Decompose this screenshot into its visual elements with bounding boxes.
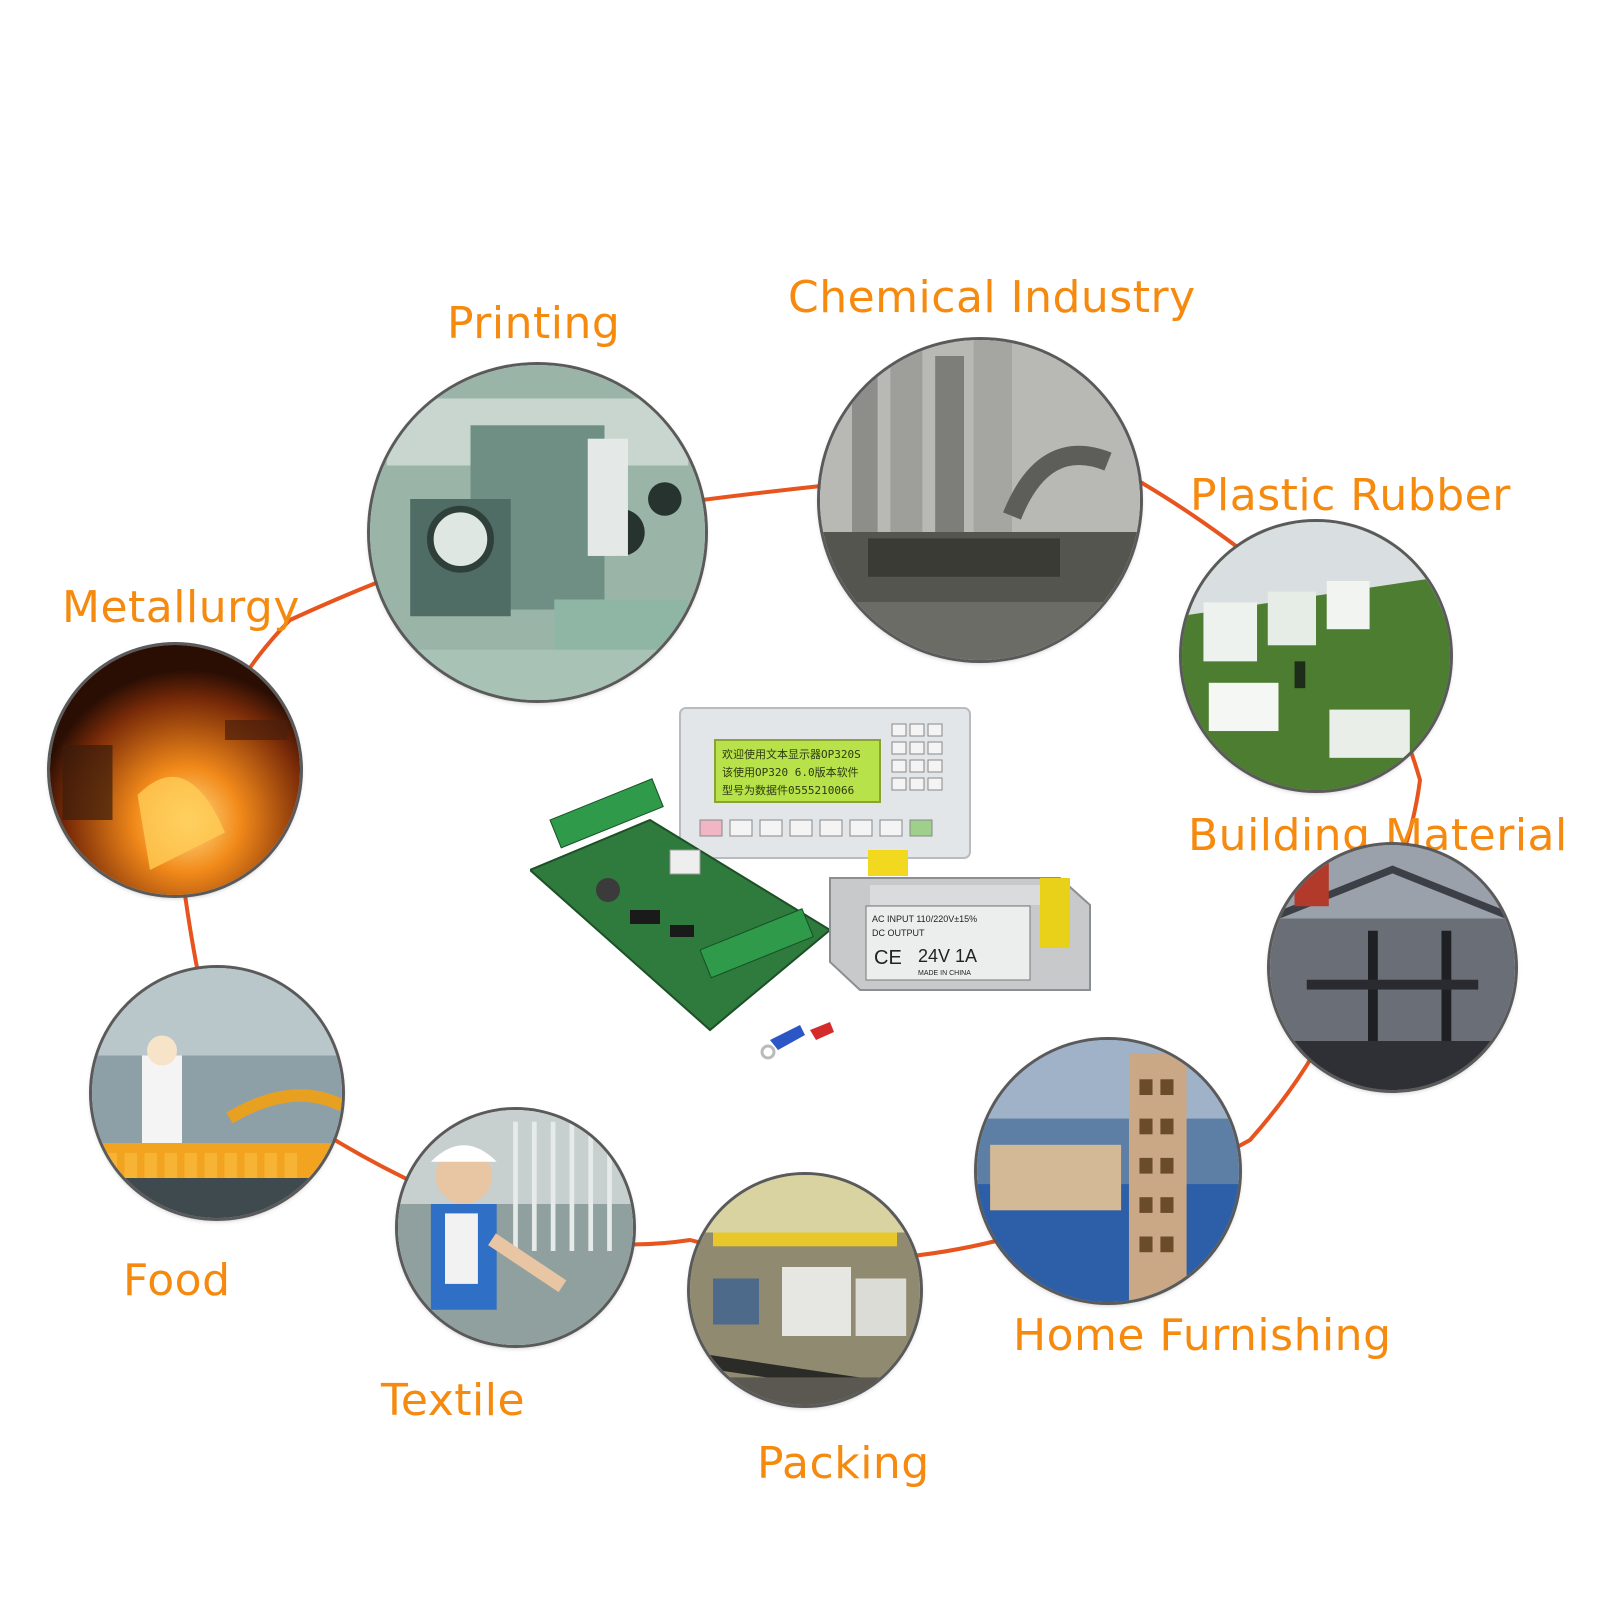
power-supply: AC INPUT 110/220V±15% DC OUTPUT CE 24V 1… (829, 850, 1091, 991)
photo-building-material (1270, 845, 1515, 1090)
photo-printing (370, 365, 705, 700)
photo-metallurgy (50, 645, 300, 895)
label-metallurgy: Metallurgy (62, 582, 300, 633)
function-keys (699, 819, 933, 837)
label-printing: Printing (447, 298, 621, 349)
photo-packing (690, 1175, 920, 1405)
label-home-furnishing: Home Furnishing (1013, 1310, 1392, 1361)
lcd-line-2: 该使用OP320 6.0版本软件 (722, 765, 859, 779)
lcd-line-1: 欢迎使用文本显示器OP320S (722, 747, 861, 761)
label-packing: Packing (757, 1438, 930, 1489)
psu-rating: 24V 1A (918, 946, 977, 966)
label-chemical-industry: Chemical Industry (788, 272, 1196, 323)
photo-home-furnishing (977, 1040, 1239, 1302)
text-display-unit: 欢迎使用文本显示器OP320S 该使用OP320 6.0版本软件 型号为数据件0… (679, 707, 971, 859)
psu-output-label: DC OUTPUT (872, 928, 925, 938)
psu-ce-mark: CE (874, 947, 902, 969)
label-textile: Textile (381, 1375, 526, 1426)
lcd-line-3: 型号为数据件0555210066 (722, 783, 854, 797)
photo-food (92, 968, 342, 1218)
label-plastic-rubber: Plastic Rubber (1190, 470, 1511, 521)
photo-chemical-industry (820, 340, 1140, 660)
label-food: Food (123, 1255, 231, 1306)
product-kit: 欢迎使用文本显示器OP320S 该使用OP320 6.0版本软件 型号为数据件0… (530, 707, 1091, 1060)
psu-input-label: AC INPUT 110/220V±15% (872, 914, 977, 924)
crimp-terminals (760, 1022, 834, 1060)
photo-plastic-rubber (1182, 522, 1450, 790)
keypad (891, 723, 943, 791)
psu-made-in: MADE IN CHINA (918, 970, 971, 977)
photo-textile (398, 1110, 633, 1345)
